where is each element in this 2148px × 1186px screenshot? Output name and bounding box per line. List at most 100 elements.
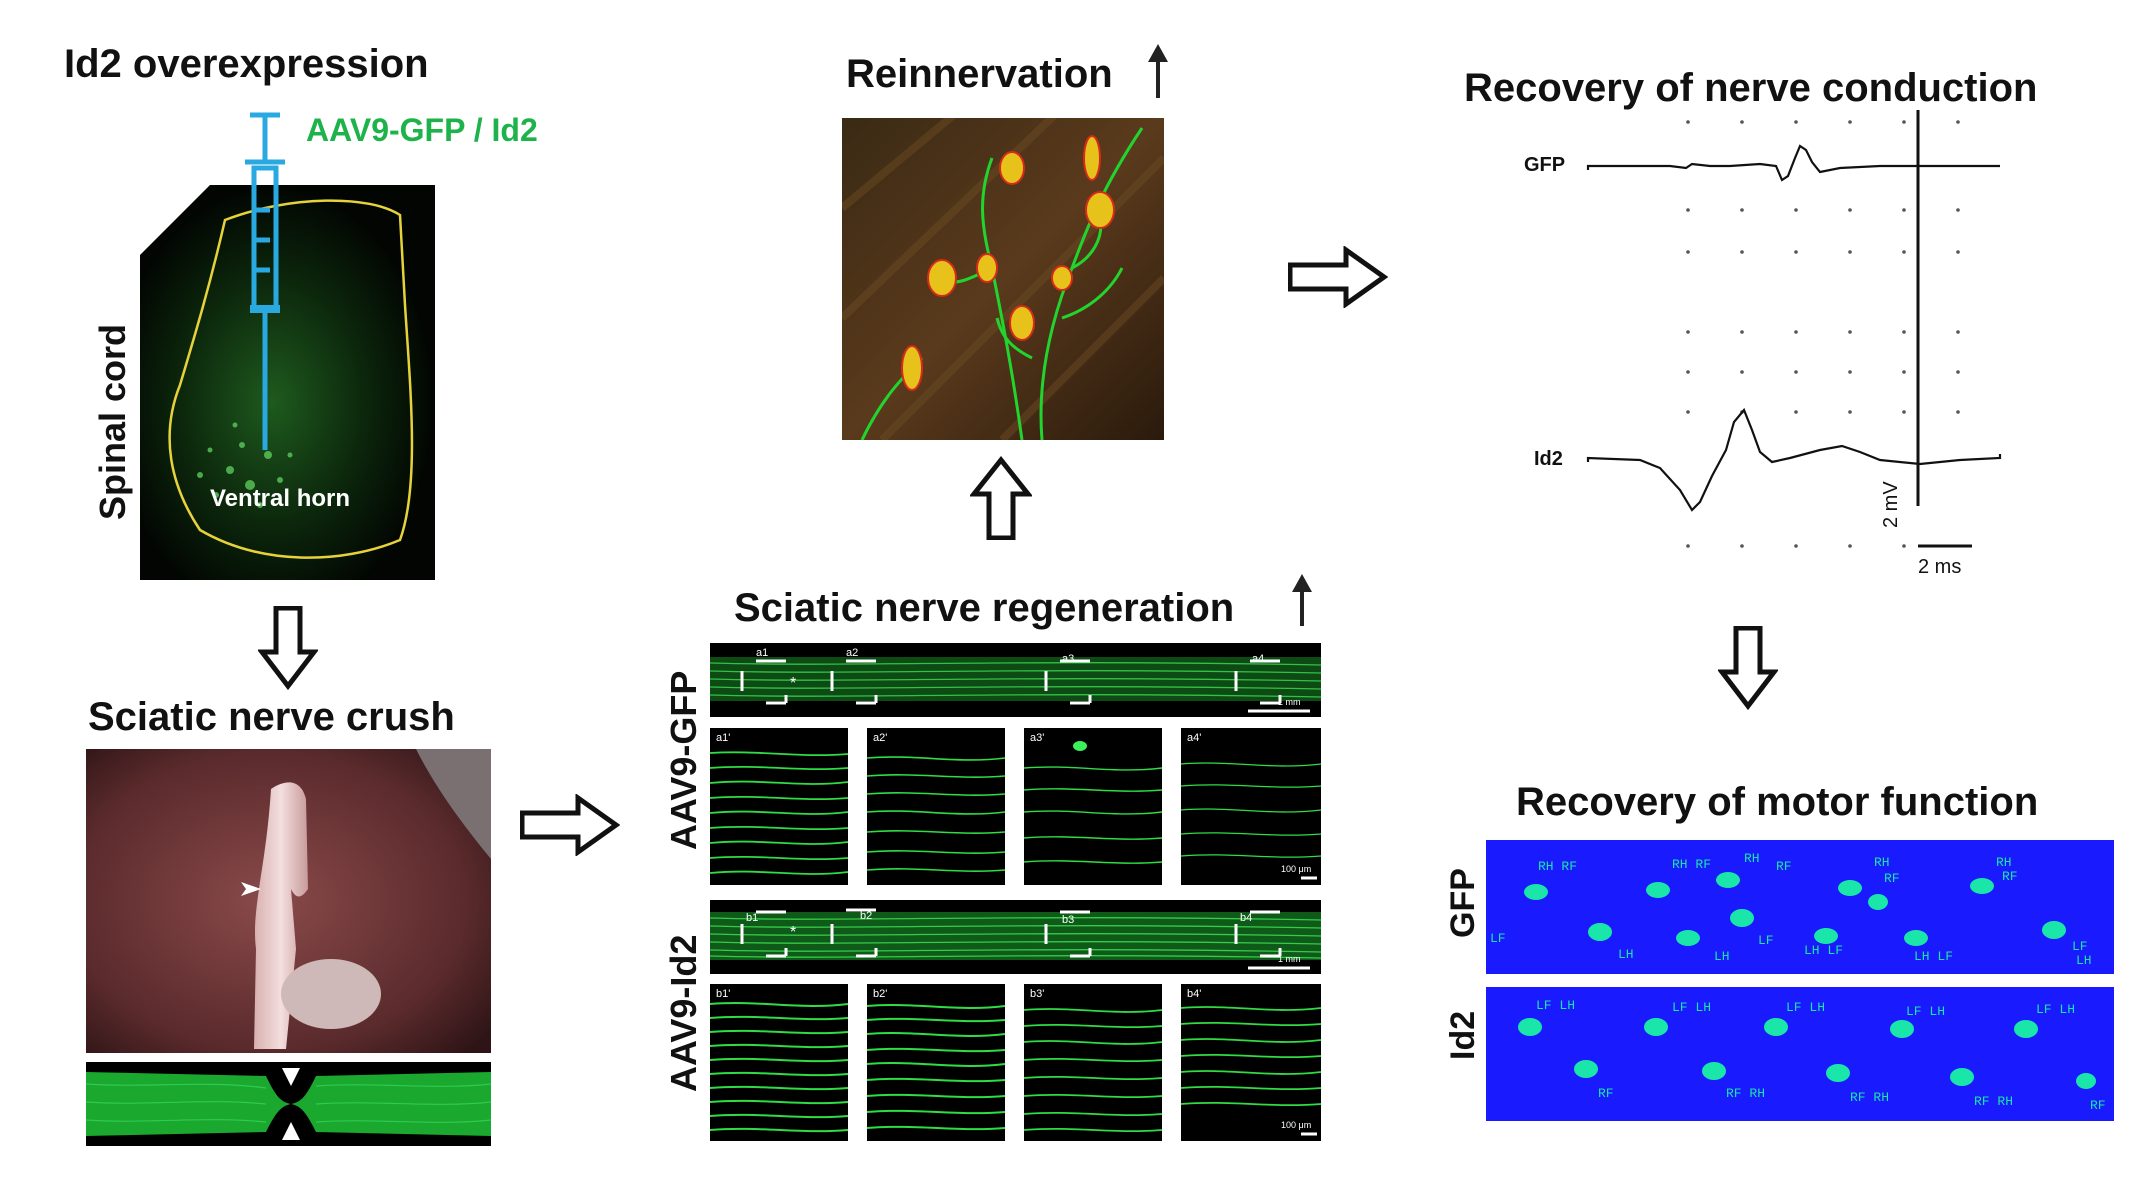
label-a4-zoom: a4' xyxy=(1187,732,1202,744)
surgery-photo-svg xyxy=(86,749,491,1053)
paw-label: RH xyxy=(1996,855,2012,870)
ventral-horn-label: Ventral horn xyxy=(210,485,351,512)
paw-label: LF LH xyxy=(1672,1000,1711,1015)
zoom-a4: a4' 100 μm xyxy=(1181,728,1321,885)
label-a1-zoom: a1' xyxy=(716,732,731,744)
panel6-title: Recovery of motor function xyxy=(1516,780,2039,824)
arrow-down-2-icon xyxy=(1718,626,1778,710)
scale-um-b: 100 μm xyxy=(1281,1120,1312,1130)
zoom-b1: b1' xyxy=(710,984,848,1141)
endplates xyxy=(901,135,1115,391)
up-arrow-4-icon xyxy=(1148,44,1168,98)
label-a2-zoom: a2' xyxy=(873,732,888,744)
zoom-b3: b3' xyxy=(1024,984,1162,1141)
dot-grid xyxy=(1686,120,1960,548)
scale-mm-a: 1 mm xyxy=(1278,697,1301,707)
paw-label: RF RH xyxy=(1726,1086,1765,1101)
gfp-overview-svg xyxy=(710,657,1321,713)
label-b4: b4 xyxy=(1240,912,1253,924)
zoom-b2: b2' xyxy=(867,984,1005,1141)
label-a2: a2 xyxy=(846,647,859,659)
group-gfp-label: AAV9-GFP xyxy=(663,670,704,850)
paw-label: RH RF xyxy=(1672,857,1711,872)
vector-label: AAV9-GFP / Id2 xyxy=(306,112,538,148)
gait-gfp: RH RF RH RF RH RF RH RF RH RF LF LH LH L… xyxy=(1486,840,2114,974)
paw-label: RH RF xyxy=(1538,859,1577,874)
panel5-title: Recovery of nerve conduction xyxy=(1464,66,2038,110)
syringe-icon xyxy=(245,112,285,450)
reinnervation-svg xyxy=(842,118,1164,440)
trace-id2-label: Id2 xyxy=(1534,448,1563,470)
label-b3-zoom: b3' xyxy=(1030,988,1045,1000)
asterisk-b: * xyxy=(790,924,797,941)
paw-label: RH xyxy=(1744,851,1760,866)
gait-id2-svg: LF LH LF LH LF LH LF LH LF LH RF RF RH R… xyxy=(1518,998,2106,1113)
crush-nerve-strip xyxy=(86,1062,491,1146)
scale-mm-b: 1 mm xyxy=(1278,954,1301,964)
scale-voltage-label: 2 mV xyxy=(1880,481,1902,528)
paw-label: LH LF xyxy=(1804,943,1843,958)
zoom-a2: a2' xyxy=(867,728,1005,885)
id2-overview-svg xyxy=(710,908,1321,970)
crush-arrowhead-bottom-icon xyxy=(282,1122,300,1140)
paw-label: LH xyxy=(1714,949,1730,964)
conduction-traces-svg xyxy=(1586,110,2002,548)
scale-time-label: 2 ms xyxy=(1918,556,1962,578)
crush-strip-svg xyxy=(86,1068,491,1140)
gray-matter-outline xyxy=(168,199,414,559)
panel2-title: Sciatic nerve crush xyxy=(88,695,455,739)
zoom-b4: b4' 100 μm xyxy=(1181,984,1321,1141)
asterisk-a: * xyxy=(790,675,797,692)
gfp-trace xyxy=(1586,144,2000,182)
gfp-overview-strip: a1 a2 a3 a4 * 1 mm xyxy=(710,643,1321,717)
paw-label: LF xyxy=(2072,939,2088,954)
gait-gfp-svg: RH RF RH RF RH RF RH RF RH RF LF LH LH L… xyxy=(1490,851,2092,968)
scale-bar xyxy=(1916,110,1972,548)
paw-label: LF LH xyxy=(1906,1004,1945,1019)
label-a3: a3 xyxy=(1062,653,1075,665)
paw-label: LH xyxy=(2076,953,2092,968)
paw-label: RF xyxy=(1776,859,1792,874)
paw-label: RF xyxy=(1598,1086,1614,1101)
id2-trace xyxy=(1586,407,2002,512)
scale-um-a: 100 μm xyxy=(1281,864,1312,874)
paw-label: LH LF xyxy=(1914,949,1953,964)
label-a1: a1 xyxy=(756,647,769,659)
crush-arrowhead-top-icon xyxy=(282,1068,300,1086)
arrow-up-1-icon xyxy=(970,456,1032,540)
label-b1: b1 xyxy=(746,912,759,924)
paw-label: LF LH xyxy=(2036,1002,2075,1017)
paw-label: RH xyxy=(1874,855,1890,870)
tissue-section xyxy=(140,185,435,580)
zoom-a1: a1' xyxy=(710,728,848,885)
up-arrow-3-icon xyxy=(1292,574,1312,626)
trace-gfp-label: GFP xyxy=(1524,154,1566,176)
paw-label: LF LH xyxy=(1786,1000,1825,1015)
arrow-down-1-icon xyxy=(258,606,318,690)
panel4-title: Reinnervation xyxy=(846,52,1113,96)
crush-site-arrow-icon xyxy=(241,882,261,896)
paw-label: RF xyxy=(2002,869,2018,884)
paw-label: RF xyxy=(1884,871,1900,886)
green-cells xyxy=(197,422,293,508)
paw-label: LH xyxy=(1618,947,1634,962)
panel1-title: Id2 overexpression xyxy=(64,42,429,86)
arrow-right-2-icon xyxy=(1288,246,1388,308)
group-id2-label: AAV9-Id2 xyxy=(663,934,704,1092)
paw-label: LF LH xyxy=(1536,998,1575,1013)
paw-prints-gfp xyxy=(1524,872,2066,946)
paw-label: RF RH xyxy=(1974,1094,2013,1109)
reinnervation-image xyxy=(842,118,1164,440)
paw-prints-id2 xyxy=(1518,1018,2096,1089)
spinal-cord-image: Ventral horn xyxy=(140,185,435,580)
surgery-photo xyxy=(86,749,491,1053)
arrow-right-1-icon xyxy=(520,794,620,856)
label-b3: b3 xyxy=(1062,914,1075,926)
label-b2-zoom: b2' xyxy=(873,988,888,1000)
label-b4-zoom: b4' xyxy=(1187,988,1202,1000)
row-gfp-label: GFP xyxy=(1444,868,1482,938)
paw-label: LF xyxy=(1758,933,1774,948)
paw-label: RF RH xyxy=(1850,1090,1889,1105)
label-a3-zoom: a3' xyxy=(1030,732,1045,744)
panel3-title: Sciatic nerve regeneration xyxy=(734,586,1235,630)
